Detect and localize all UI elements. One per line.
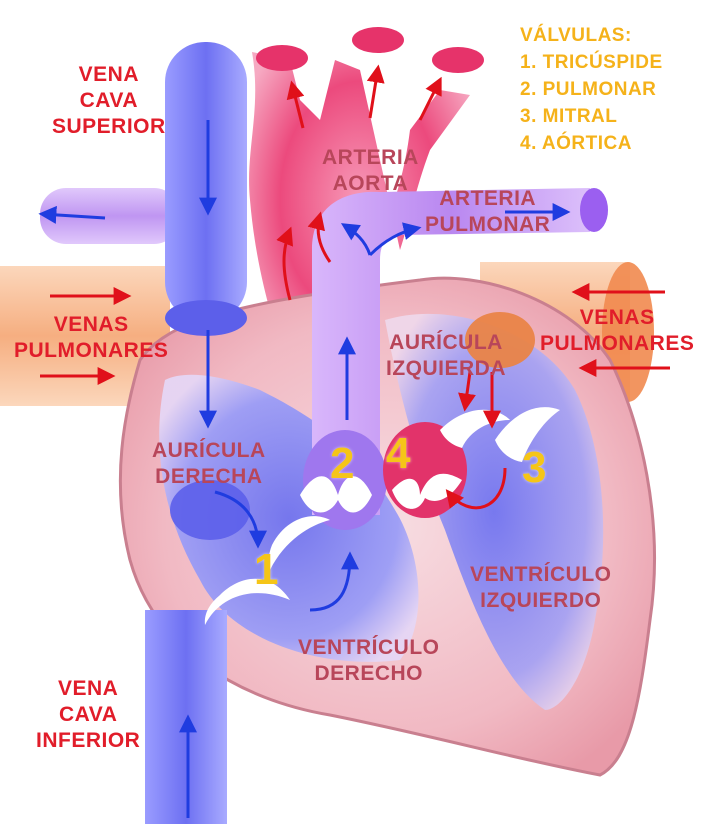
label-line: PULMONARES — [14, 338, 168, 364]
label-line: AURÍCULA — [152, 438, 266, 464]
valve-number-tricuspid: 1 — [254, 548, 278, 592]
aorta-branch-2-opening — [352, 27, 404, 53]
label-vena-cava-inferior: VENA CAVA INFERIOR — [36, 676, 140, 754]
label-line: ARTERIA — [322, 145, 419, 171]
label-venas-pulmonares-right: VENAS PULMONARES — [540, 305, 694, 357]
label-line: VENA — [36, 676, 140, 702]
svc-opening — [165, 300, 247, 336]
legend-title: VÁLVULAS: — [520, 22, 663, 49]
label-auricula-izquierda: AURÍCULA IZQUIERDA — [386, 330, 506, 382]
legend-item-aortic: 4. AÓRTICA — [520, 130, 663, 157]
inferior-vena-cava — [145, 610, 227, 824]
valve-number-pulmonary: 2 — [330, 442, 354, 486]
label-line: VENTRÍCULO — [298, 635, 440, 661]
label-line: PULMONAR — [425, 212, 550, 238]
label-line: PULMONARES — [540, 331, 694, 357]
label-ventriculo-derecho: VENTRÍCULO DERECHO — [298, 635, 440, 687]
label-line: ARTERIA — [425, 186, 550, 212]
valve-number-mitral: 3 — [522, 446, 546, 490]
pulmonary-artery-right-opening — [580, 188, 608, 232]
valves-legend: VÁLVULAS: 1. TRICÚSPIDE 2. PULMONAR 3. M… — [520, 22, 663, 157]
label-line: VENA — [52, 62, 166, 88]
label-ventriculo-izquierdo: VENTRÍCULO IZQUIERDO — [470, 562, 612, 614]
label-line: SUPERIOR — [52, 114, 166, 140]
aorta-branch-3-opening — [432, 47, 484, 73]
label-line: CAVA — [36, 702, 140, 728]
label-venas-pulmonares-left: VENAS PULMONARES — [14, 312, 168, 364]
label-line: CAVA — [52, 88, 166, 114]
aorta-arrow-2 — [370, 68, 378, 118]
label-arteria-pulmonar: ARTERIA PULMONAR — [425, 186, 550, 238]
label-line: AORTA — [322, 171, 419, 197]
label-line: AURÍCULA — [386, 330, 506, 356]
label-arteria-aorta: ARTERIA AORTA — [322, 145, 419, 197]
legend-item-mitral: 3. MITRAL — [520, 103, 663, 130]
aorta-branch-1-opening — [256, 45, 308, 71]
label-line: DERECHO — [298, 661, 440, 687]
label-line: DERECHA — [152, 464, 266, 490]
label-line: INFERIOR — [36, 728, 140, 754]
label-auricula-derecha: AURÍCULA DERECHA — [152, 438, 266, 490]
label-vena-cava-superior: VENA CAVA SUPERIOR — [52, 62, 166, 140]
label-line: IZQUIERDA — [386, 356, 506, 382]
legend-item-tricuspid: 1. TRICÚSPIDE — [520, 49, 663, 76]
label-line: IZQUIERDO — [470, 588, 612, 614]
label-line: VENAS — [540, 305, 694, 331]
superior-vena-cava — [165, 42, 247, 322]
label-line: VENTRÍCULO — [470, 562, 612, 588]
valve-number-aortic: 4 — [386, 432, 410, 476]
label-line: VENAS — [14, 312, 168, 338]
legend-item-pulmonary: 2. PULMONAR — [520, 76, 663, 103]
